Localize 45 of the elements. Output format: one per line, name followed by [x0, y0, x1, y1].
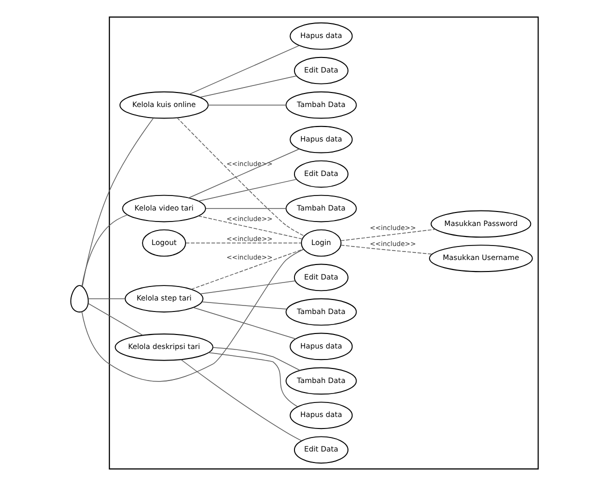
- node-ellipse: Masukkan Password: [430, 210, 531, 238]
- connector: [184, 242, 302, 244]
- node-ellipse: Kelola step tari: [124, 285, 203, 312]
- connector: [201, 302, 287, 310]
- node-ellipse: Kelola kuis online: [119, 91, 208, 119]
- node-ellipse: Kelola deskripsi tari: [114, 334, 213, 361]
- node-ellipse: Tambah Data: [285, 298, 356, 326]
- node-ellipse: Hapus data: [289, 332, 352, 360]
- node-ellipse: Logout: [142, 229, 186, 257]
- node-ellipse: Hapus data: [289, 402, 352, 430]
- connector: [204, 208, 286, 209]
- connector: [81, 249, 304, 382]
- connector: [190, 248, 304, 290]
- node-person: [70, 285, 88, 312]
- node-ellipse: Kelola video tari: [122, 194, 206, 222]
- connector: [188, 148, 300, 198]
- connector: [188, 45, 300, 95]
- node-ellipse: Hapus data: [289, 126, 352, 154]
- connector: [199, 76, 296, 98]
- node-ellipse: Masukkan Username: [428, 244, 532, 272]
- connector: [81, 118, 154, 287]
- node-ellipse: Edit Data: [293, 436, 348, 464]
- node-ellipse: Hapus data: [289, 22, 352, 50]
- connector: [176, 117, 304, 236]
- node-ellipse: Tambah Data: [285, 367, 356, 395]
- node-ellipse: Login: [300, 229, 341, 257]
- connector: [87, 298, 125, 300]
- connector: [192, 307, 296, 340]
- node-ellipse: Edit Data: [293, 264, 348, 292]
- connector: [198, 178, 296, 202]
- cluster: [108, 16, 538, 470]
- connector: [212, 347, 300, 371]
- connector: [180, 359, 302, 442]
- connector: [199, 280, 296, 294]
- connector: [207, 104, 286, 106]
- connector: [340, 228, 436, 242]
- node-ellipse: Edit Data: [293, 56, 348, 84]
- connector: [340, 244, 432, 254]
- connector: [208, 352, 298, 407]
- node-ellipse: Tambah Data: [285, 91, 356, 119]
- connector: [198, 216, 302, 240]
- connector: [87, 303, 143, 336]
- node-ellipse: Tambah Data: [285, 194, 356, 222]
- connector: [81, 214, 128, 287]
- node-ellipse: Edit Data: [293, 160, 348, 188]
